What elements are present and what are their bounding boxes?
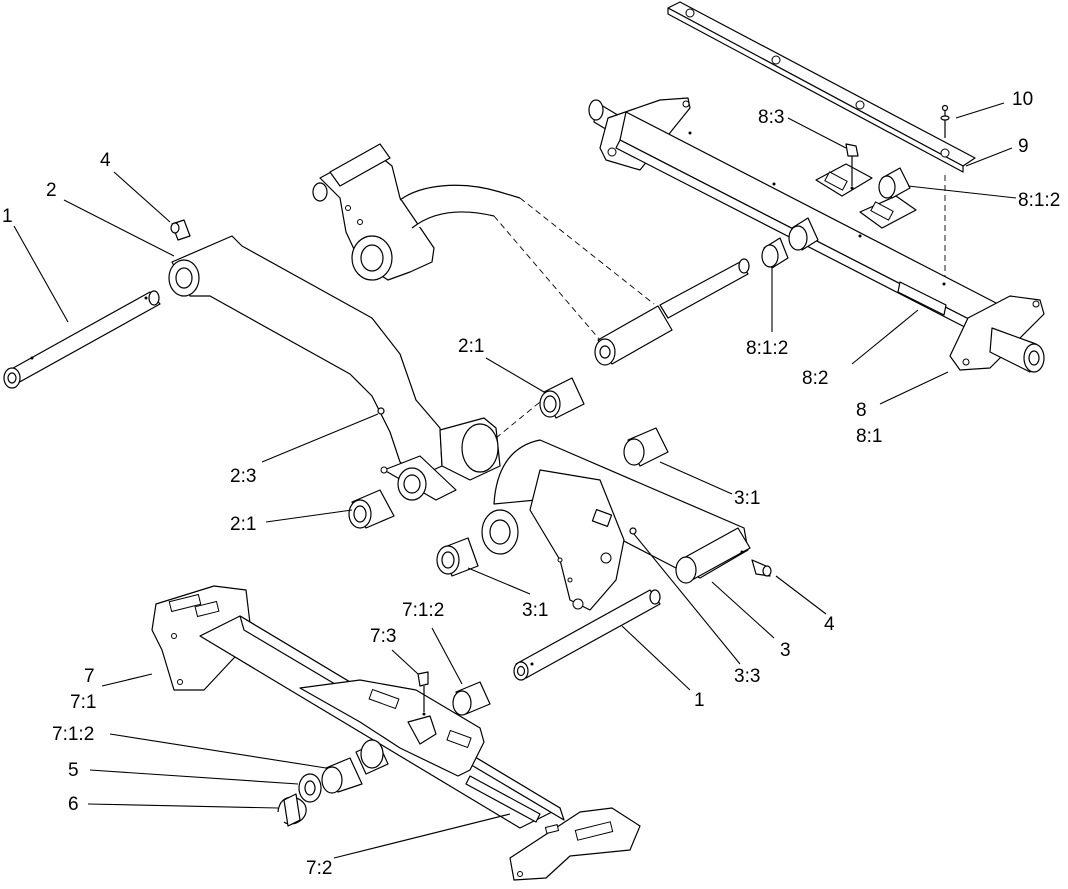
callout-4-upper: 4 xyxy=(100,150,111,171)
callout-8: 8 xyxy=(856,400,867,421)
washer-part-5 xyxy=(298,773,322,803)
callout-3: 3 xyxy=(780,640,791,661)
callout-2-1-upper: 2:1 xyxy=(458,336,484,357)
flat-bar-part-9 xyxy=(667,1,976,173)
bushing-part-3-1-lower xyxy=(436,537,479,577)
callout-3-1-upper: 3:1 xyxy=(734,488,760,509)
lift-arm-part-3 xyxy=(481,439,751,611)
front-axle-assembly-part-7 xyxy=(151,585,641,881)
callout-7-1: 7:1 xyxy=(70,692,96,713)
pivot-shaft-rear xyxy=(594,258,750,366)
callout-1-lower: 1 xyxy=(694,690,705,711)
callout-4-lower: 4 xyxy=(824,614,835,635)
bushing-part-2-1-lower xyxy=(348,489,395,529)
grease-fitting-part-7-3 xyxy=(417,671,429,716)
callout-8-1: 8:1 xyxy=(856,426,882,447)
callout-7-3: 7:3 xyxy=(370,626,396,647)
bushing-part-2-1-upper xyxy=(539,377,585,419)
callout-labels: 1 2 4 10 9 8:3 8:1:2 8:1:2 8:2 8 8:1 2:1… xyxy=(2,89,1060,879)
bushing-part-7-1-2-lower xyxy=(321,757,363,794)
callout-8-2: 8:2 xyxy=(802,368,828,389)
callout-8-1-2-center: 8:1:2 xyxy=(746,338,788,359)
callout-1-upper: 1 xyxy=(2,206,13,227)
linch-pin-part-6 xyxy=(277,793,307,827)
callout-6: 6 xyxy=(68,794,79,815)
callout-2: 2 xyxy=(46,180,57,201)
bolt-part-4-upper xyxy=(170,219,191,241)
bolt-part-4-lower xyxy=(751,559,772,577)
bushing-part-8-1-2-upper xyxy=(878,167,911,199)
callout-3-3: 3:3 xyxy=(734,666,760,687)
leader-lines xyxy=(13,102,1017,859)
bushing-part-7-1-2-upper xyxy=(452,681,491,716)
callout-7-2: 7:2 xyxy=(306,858,332,879)
callout-7: 7 xyxy=(84,666,95,687)
bushing-part-8-1-2-center xyxy=(761,217,819,269)
callout-8-1-2-upper: 8:1:2 xyxy=(1018,190,1060,211)
callout-2-1-lower: 2:1 xyxy=(230,514,256,535)
callout-8-3: 8:3 xyxy=(758,107,784,128)
callout-10: 10 xyxy=(1012,89,1033,110)
callout-9: 9 xyxy=(1018,136,1029,157)
shaft-part-1-upper xyxy=(3,290,161,389)
callout-7-1-2-upper: 7:1:2 xyxy=(402,600,444,621)
callout-2-3: 2:3 xyxy=(230,466,256,487)
callout-5: 5 xyxy=(68,760,79,781)
callout-7-1-2-lower: 7:1:2 xyxy=(52,724,94,745)
bushing-part-3-1-upper xyxy=(623,427,669,467)
lift-arm-part-2 xyxy=(168,235,541,501)
upper-rear-arm xyxy=(312,143,655,341)
grease-fitting-part-8-3 xyxy=(845,143,859,190)
callout-3-1-lower: 3:1 xyxy=(522,600,548,621)
pin-part-10 xyxy=(940,104,950,286)
shaft-part-1-lower xyxy=(513,589,661,681)
